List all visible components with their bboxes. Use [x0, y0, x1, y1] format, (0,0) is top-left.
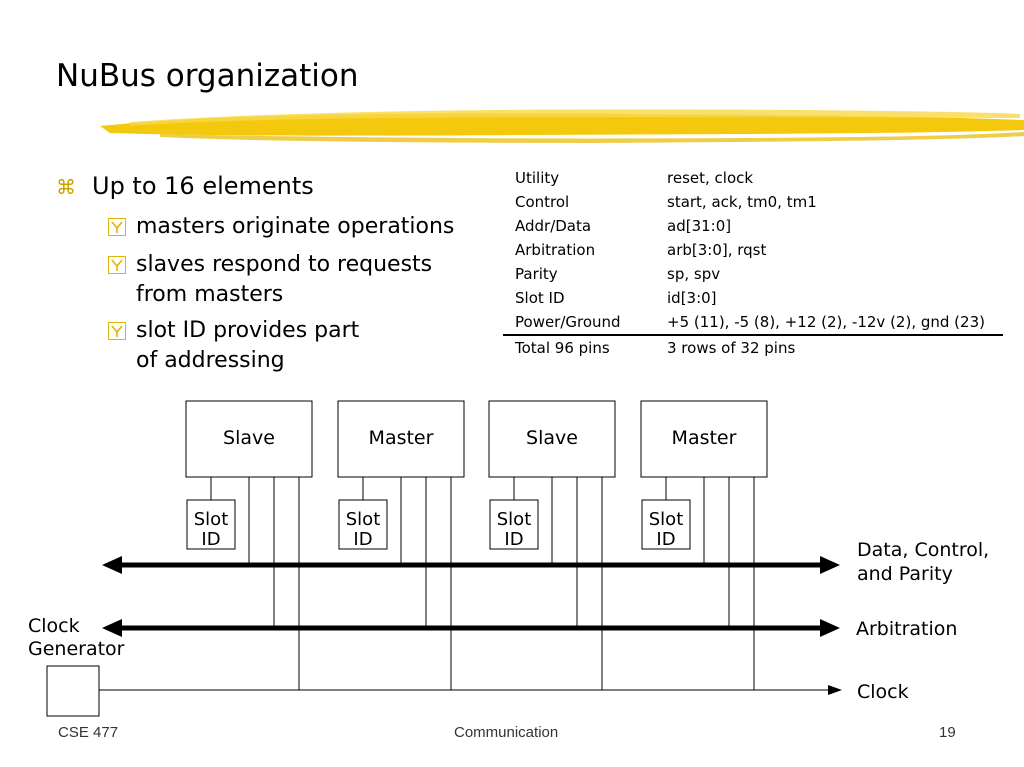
footer-course: CSE 477: [58, 724, 119, 741]
bullet-sub-text-cont: from masters: [136, 282, 284, 307]
data-control-parity-bus: [102, 556, 840, 574]
table-row: Arbitration arb[3:0], rqst: [503, 238, 1003, 262]
signal-cell: Slot ID: [515, 289, 565, 307]
clock-generator-label: Clock: [28, 615, 80, 637]
signal-cell: Control: [515, 193, 570, 211]
module-label: Master: [672, 427, 737, 449]
clock-label: Clock: [857, 681, 909, 703]
footer-page-number: 19: [939, 724, 956, 741]
arbitration-bus: [102, 619, 840, 637]
bullet-main-text: Up to 16 elements: [92, 172, 314, 200]
pins-cell: arb[3:0], rqst: [667, 241, 767, 259]
signal-cell: Addr/Data: [515, 217, 592, 235]
slot-id-label: Slot: [346, 509, 381, 530]
slot-id-label: ID: [353, 529, 372, 550]
table-row: Control start, ack, tm0, tm1: [503, 190, 1003, 214]
slot-id-box-1: Slot ID: [186, 499, 236, 550]
signal-cell: Parity: [515, 265, 558, 283]
pins-cell: start, ack, tm0, tm1: [667, 193, 817, 211]
pins-cell: reset, clock: [667, 169, 754, 187]
command-key-bullet-icon: ⌘: [56, 175, 76, 199]
nubus-pin-table: Utility reset, clock Control start, ack, t…: [503, 166, 1003, 360]
slot-id-box-3: Slot ID: [489, 499, 539, 550]
bullet-sub-text: slot ID provides part: [136, 318, 360, 343]
signal-cell: Utility: [515, 169, 560, 187]
slide-title: NuBus organization: [56, 58, 359, 94]
bullet-sub-text-cont: of addressing: [136, 348, 285, 373]
data-bus-label: and Parity: [857, 563, 953, 585]
pins-cell: +5 (11), -5 (8), +12 (2), -12v (2), gnd …: [667, 313, 985, 331]
clock-line: [99, 685, 842, 695]
slot-id-label: ID: [504, 529, 523, 550]
module-slave-1: Slave: [185, 400, 313, 478]
module-master-1: Master: [337, 400, 465, 478]
signal-cell: Arbitration: [515, 241, 596, 259]
slot-id-label: Slot: [649, 509, 684, 530]
table-row: Addr/Data ad[31:0]: [503, 214, 1003, 238]
table-row: Power/Ground +5 (11), -5 (8), +12 (2), -1…: [503, 310, 1003, 335]
module-label: Slave: [223, 427, 275, 449]
signal-cell: Power/Ground: [515, 313, 621, 331]
data-bus-label: Data, Control,: [857, 539, 989, 561]
pins-cell: id[3:0]: [667, 289, 717, 307]
pins-cell: sp, spv: [667, 265, 721, 283]
table-row: Utility reset, clock: [503, 166, 1003, 190]
slot-id-label: ID: [656, 529, 675, 550]
clock-generator: [46, 665, 100, 717]
checkbox-y-bullet-icon: [108, 322, 126, 340]
slot-id-label: ID: [201, 529, 220, 550]
slot-id-box-4: Slot ID: [641, 499, 691, 550]
bullet-sub-text: masters originate operations: [136, 214, 455, 239]
footer-topic: Communication: [454, 724, 559, 741]
bullet-sub-text: slaves respond to requests: [136, 252, 433, 277]
clock-generator-label: Generator: [28, 638, 125, 660]
module-label: Master: [369, 427, 434, 449]
slot-id-box-2: Slot ID: [338, 499, 388, 550]
table-row: Slot ID id[3:0]: [503, 286, 1003, 310]
slot-id-label: Slot: [497, 509, 532, 530]
slot-id-label: Slot: [194, 509, 229, 530]
arbitration-bus-label: Arbitration: [856, 618, 957, 640]
table-row: Parity sp, spv: [503, 262, 1003, 286]
module-slave-2: Slave: [488, 400, 616, 478]
checkbox-y-bullet-icon: [108, 218, 126, 236]
module-connection-lines: [210, 477, 755, 690]
module-label: Slave: [526, 427, 578, 449]
pins-cell: 3 rows of 32 pins: [655, 334, 1003, 360]
signal-cell: Total 96 pins: [503, 334, 655, 360]
checkbox-y-bullet-icon: [108, 256, 126, 274]
module-master-2: Master: [640, 400, 768, 478]
pins-cell: ad[31:0]: [667, 217, 732, 235]
title-underline-brush: [100, 109, 1024, 143]
